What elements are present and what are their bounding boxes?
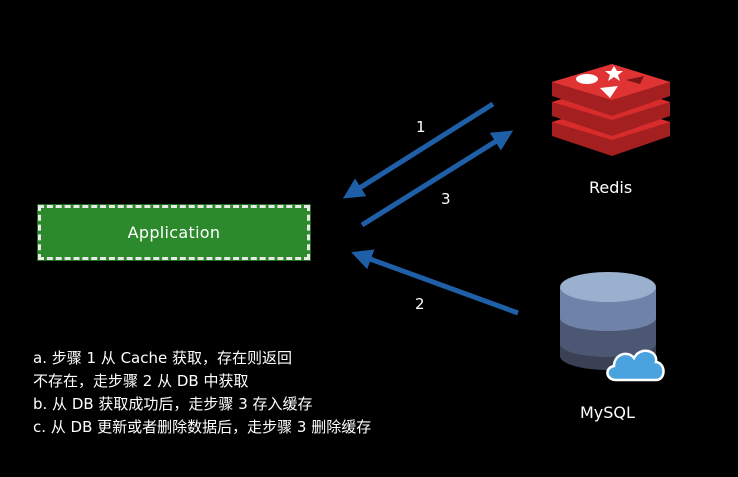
mysql-database-icon bbox=[560, 272, 656, 370]
note-line: 不存在，走步骤 2 从 DB 中获取 bbox=[33, 372, 249, 390]
step-3-label: 3 bbox=[441, 190, 451, 208]
arrow-1 bbox=[342, 101, 495, 199]
note-line: b. 从 DB 获取成功后，走步骤 3 存入缓存 bbox=[33, 395, 313, 413]
step-1-label: 1 bbox=[416, 118, 426, 136]
redis-label: Redis bbox=[589, 178, 633, 197]
arrow-2 bbox=[351, 249, 519, 316]
note-line: c. 从 DB 更新或者删除数据后，走步骤 3 删除缓存 bbox=[33, 418, 372, 436]
cloud-icon bbox=[606, 349, 665, 382]
mysql-label: MySQL bbox=[580, 403, 635, 422]
notes-block: a. 步骤 1 从 Cache 获取，存在则返回 不存在，走步骤 2 从 DB … bbox=[33, 347, 371, 439]
step-2-label: 2 bbox=[415, 295, 425, 313]
application-label: Application bbox=[127, 223, 221, 242]
note-line: a. 步骤 1 从 Cache 获取，存在则返回 bbox=[33, 349, 292, 367]
redis-logo-icon bbox=[552, 64, 670, 156]
application-box: Application bbox=[37, 204, 311, 261]
arrow-3 bbox=[360, 130, 514, 228]
